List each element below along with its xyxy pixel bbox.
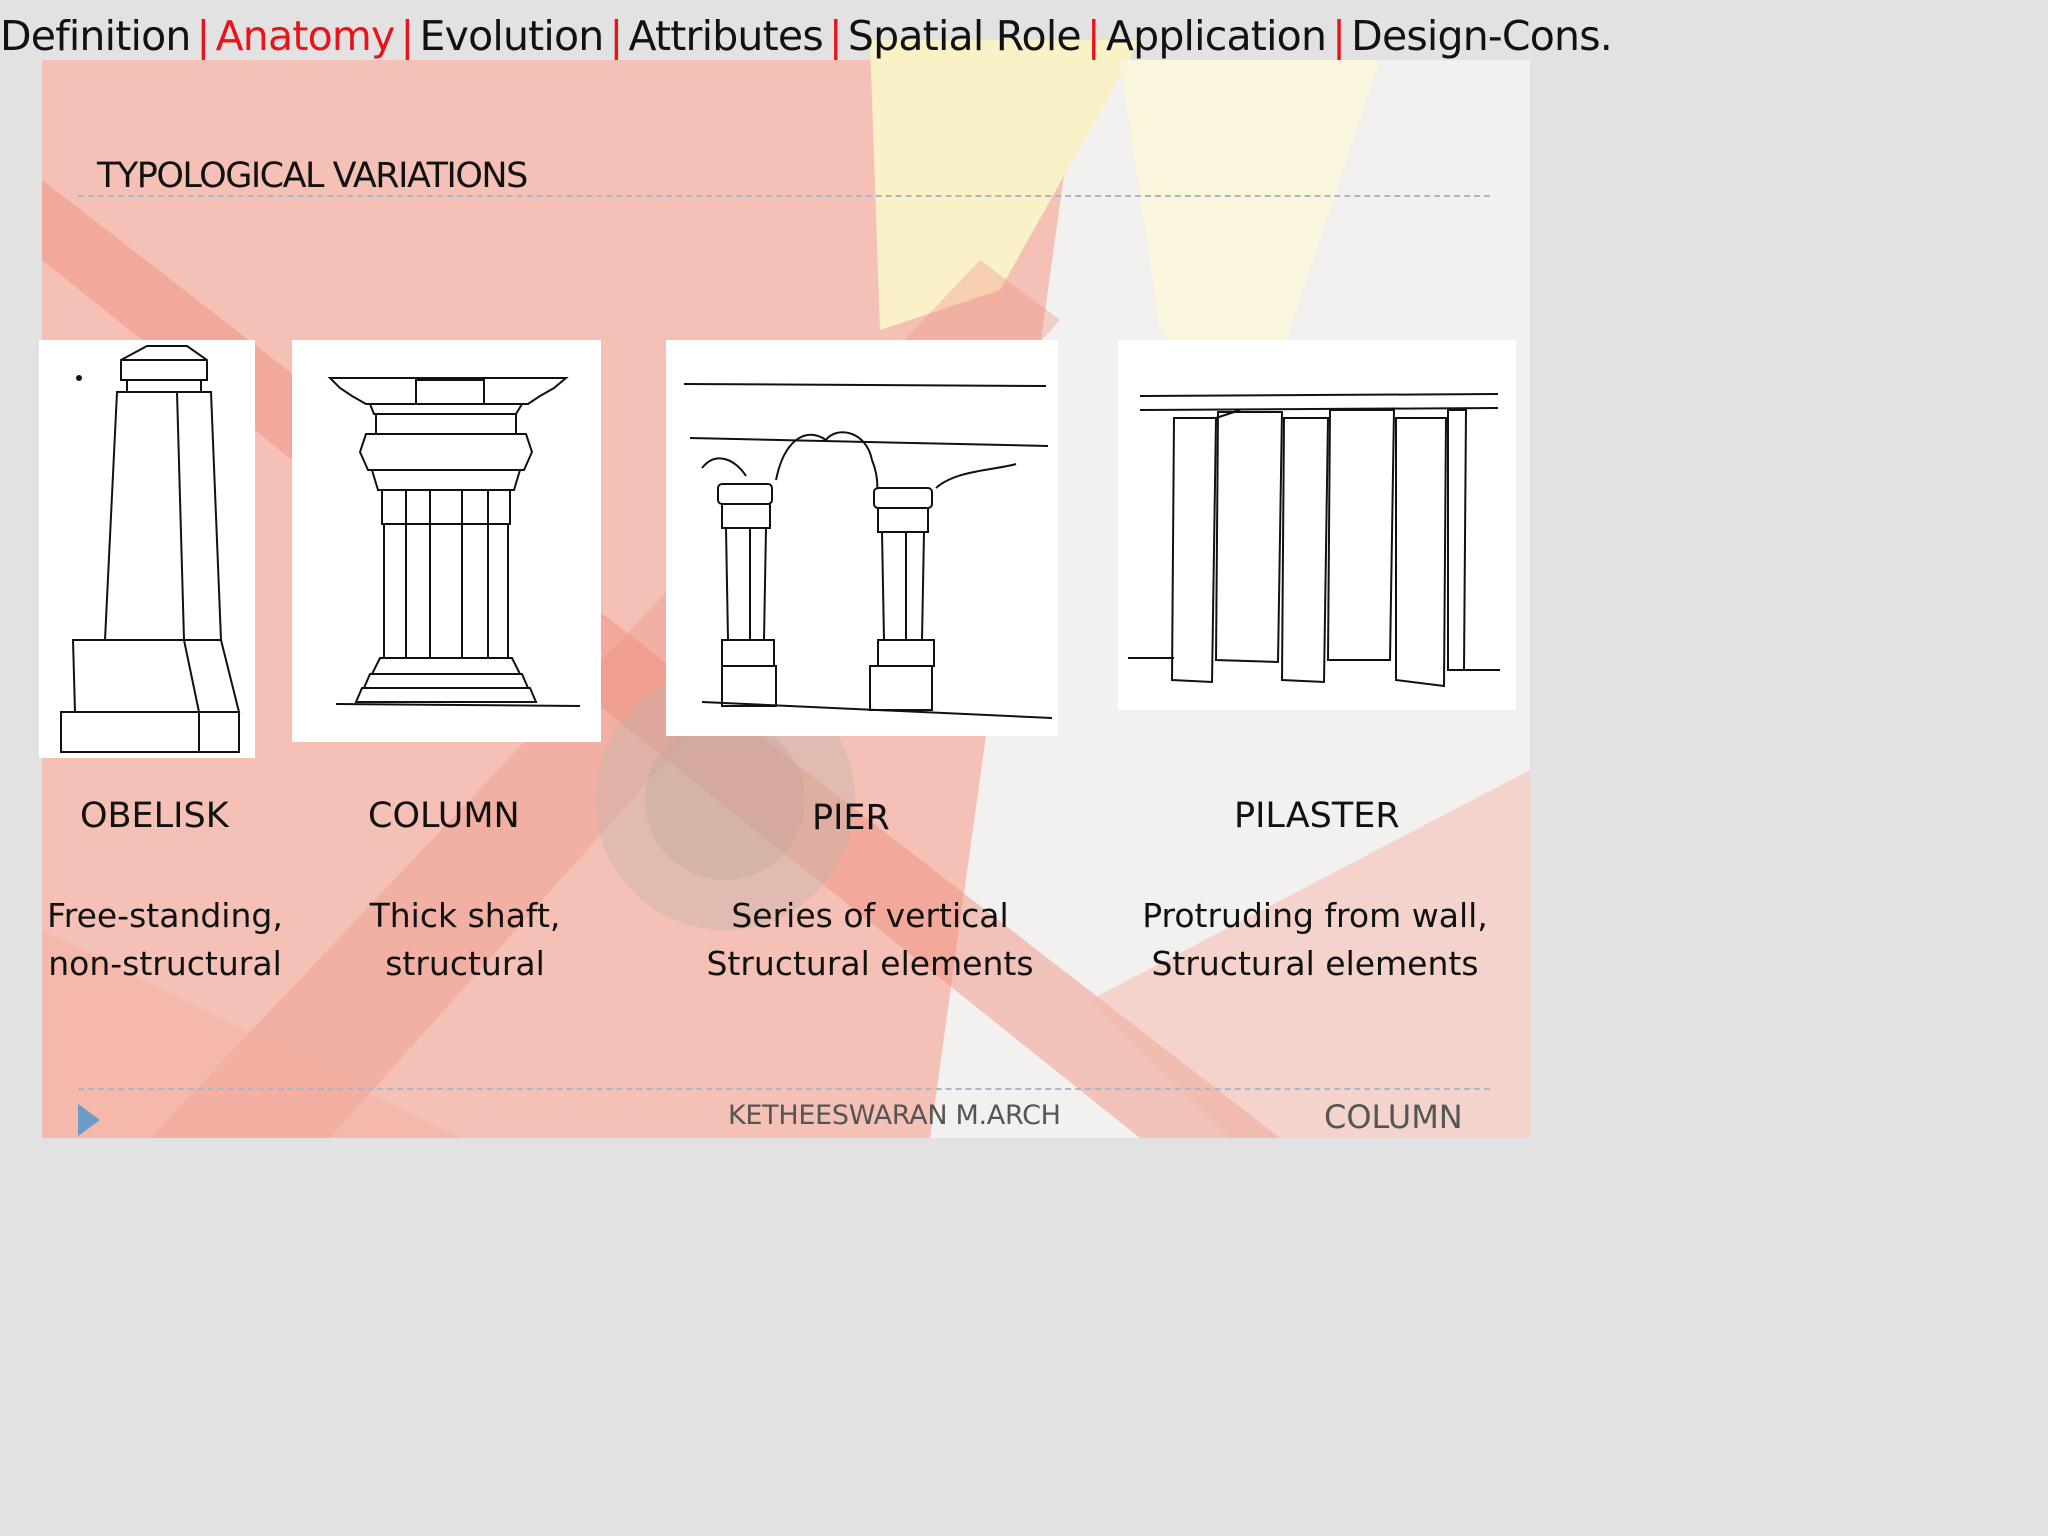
obelisk-desc-line2: non-structural [48,944,282,983]
footer-author: KETHEESWARAN M.ARCH [728,1100,1061,1131]
pilaster-label: PILASTER [1234,796,1400,836]
nav-item-attributes[interactable]: Attributes [628,12,823,60]
title-divider [78,195,1490,197]
nav-item-anatomy[interactable]: Anatomy [215,12,396,60]
nav-item-definition[interactable]: Definition [0,12,191,60]
footer-divider [78,1088,1490,1090]
column-description: Thick shaft, structural [340,892,590,988]
pilaster-desc-line2: Structural elements [1151,944,1479,983]
nav-separator: | [828,12,843,60]
pilaster-drawing [1118,340,1516,710]
pier-label: PIER [812,798,890,838]
pier-drawing [666,340,1058,736]
obelisk-desc-line1: Free-standing, [47,896,283,935]
nav-item-application[interactable]: Application [1105,12,1327,60]
column-desc-line2: structural [385,944,545,983]
obelisk-description: Free-standing, non-structural [40,892,290,988]
nav-separator: | [196,12,211,60]
top-navigation: Definition|Anatomy|Evolution|Attributes|… [0,10,1613,62]
pilaster-desc-line1: Protruding from wall, [1142,896,1488,935]
pier-desc-line2: Structural elements [706,944,1034,983]
obelisk-label: OBELISK [80,796,229,836]
nav-separator: | [1332,12,1346,60]
column-desc-line1: Thick shaft, [369,896,561,935]
section-title: TYPOLOGICAL VARIATIONS [97,156,528,196]
nav-item-spatial-role[interactable]: Spatial Role [847,12,1082,60]
nav-separator: | [400,12,414,60]
nav-separator: | [609,12,623,60]
obelisk-drawing [39,340,255,758]
footer-topic: COLUMN [1324,1098,1463,1136]
pilaster-description: Protruding from wall, Structural element… [1130,892,1500,988]
pier-desc-line1: Series of vertical [731,896,1009,935]
nav-item-evolution[interactable]: Evolution [419,12,605,60]
column-drawing [292,340,601,742]
column-label: COLUMN [368,796,520,836]
pier-description: Series of vertical Structural elements [690,892,1050,988]
play-icon[interactable] [78,1104,100,1136]
nav-item-design-cons[interactable]: Design-Cons. [1351,12,1613,60]
nav-separator: | [1086,12,1101,60]
